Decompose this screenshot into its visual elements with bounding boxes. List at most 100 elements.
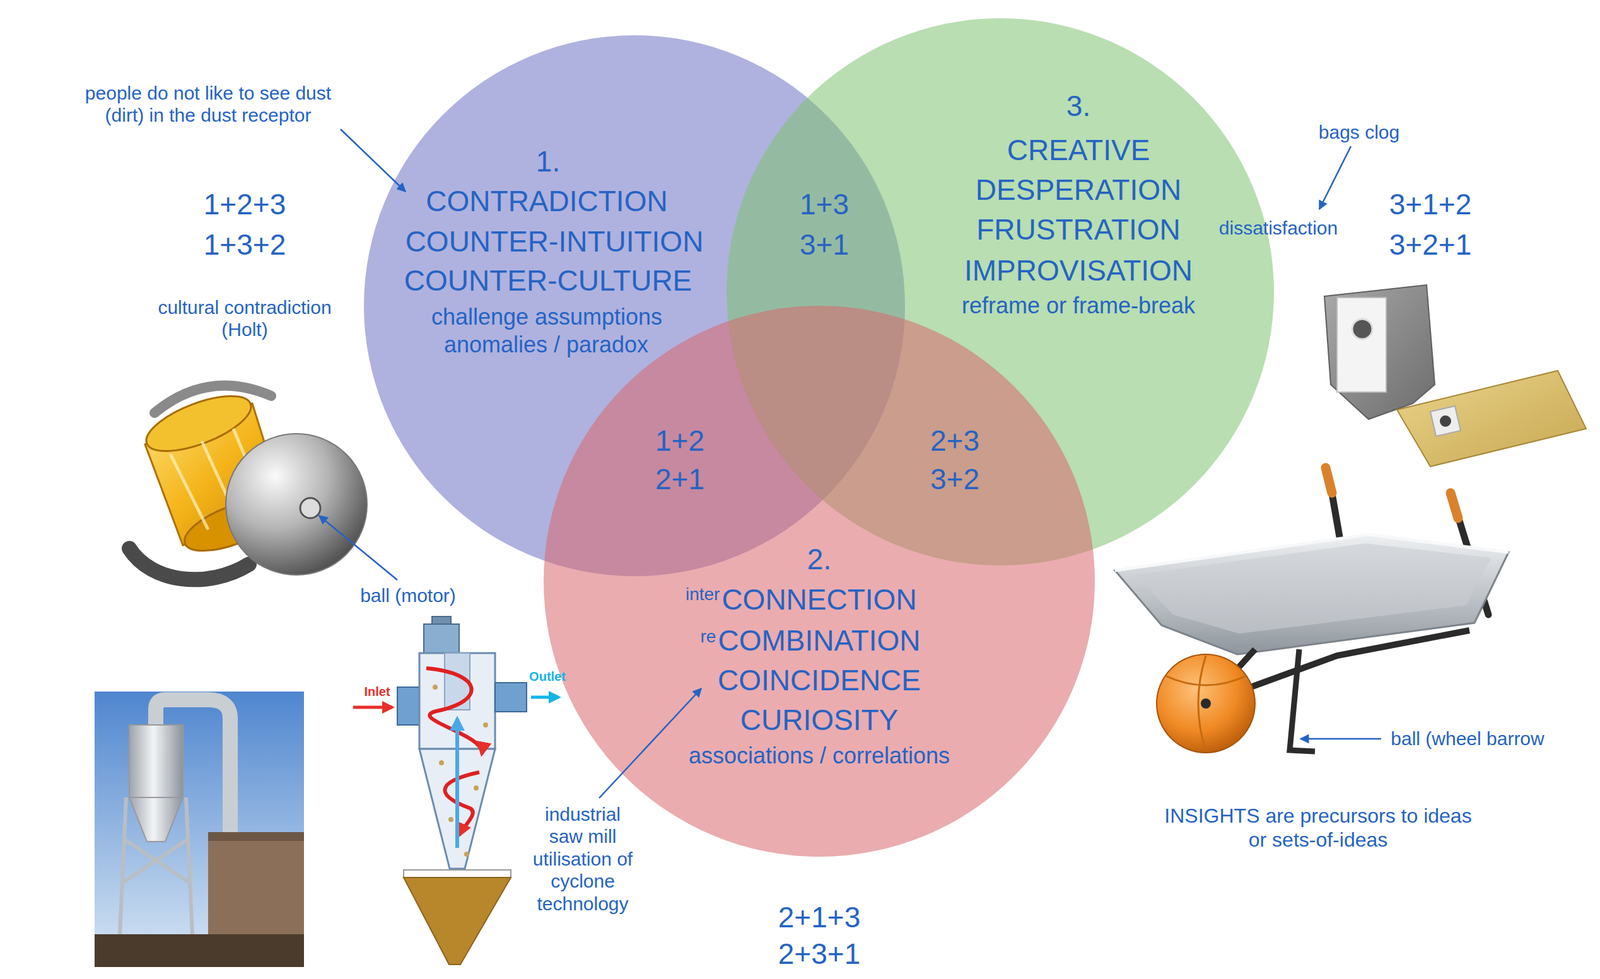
outlet-arrow <box>531 696 559 700</box>
circle-text: challenge assumptions <box>431 303 663 330</box>
barrow-grip <box>1325 467 1332 494</box>
leader-line <box>1300 738 1382 741</box>
photo-frame <box>119 797 193 935</box>
photo-ground <box>94 934 304 968</box>
combination-number: 3+1+2 <box>1389 187 1472 222</box>
motor-hub <box>300 498 321 519</box>
vacuum-bags <box>1324 285 1587 467</box>
circle-text: COINCIDENCE <box>717 664 921 698</box>
circle-text: 3. <box>1066 89 1091 123</box>
combination-number: 1+2+3 <box>203 187 286 222</box>
combination-number: 3+2 <box>930 462 980 497</box>
spiral-arrow <box>426 668 482 755</box>
combination-number: 2+1+3 <box>778 900 861 935</box>
dust-bin-top <box>139 385 258 463</box>
combination-number: 2+3+1 <box>778 937 861 972</box>
circle-text: COUNTER-CULTURE <box>404 264 693 298</box>
inlet-duct <box>397 687 421 726</box>
spiral-arrow <box>444 772 480 836</box>
dust-particle <box>438 760 444 766</box>
circle-text: 1. <box>536 145 561 179</box>
barrow-basin <box>1135 543 1492 634</box>
combination-number: 1+3 <box>799 187 849 222</box>
circle-text: 2. <box>807 543 832 577</box>
circle-text: anomalies / paradox <box>443 331 649 358</box>
paper-bag-collar <box>1430 406 1461 437</box>
combination-number: 2+3 <box>930 423 980 458</box>
annotation-text: Outlet <box>529 669 566 685</box>
photo-building <box>208 832 304 937</box>
bag-hole <box>1352 319 1373 340</box>
circle-text: COMBINATION <box>717 624 921 658</box>
leader-line <box>599 688 702 799</box>
photo-cyclone-cone <box>129 797 183 842</box>
leader-line <box>319 515 398 581</box>
photo-cyclone <box>129 725 183 798</box>
annotation-text: ball (motor) <box>360 584 456 607</box>
motor-cap <box>432 616 451 625</box>
barrow-leg <box>1289 649 1315 752</box>
paper-bag-hole <box>1439 415 1452 427</box>
circle-text: DESPERATION <box>975 173 1182 207</box>
dust-particle <box>473 785 479 791</box>
vacuum-hose <box>129 548 250 580</box>
vacuum-handle <box>154 385 272 414</box>
annotation-text: cultural contradiction (Holt) <box>140 296 349 342</box>
circle-text: CONTRADICTION <box>425 184 668 219</box>
circle-text: IMPROVISATION <box>964 254 1193 288</box>
motor-box <box>423 624 460 654</box>
combination-number: 1+2 <box>655 423 705 458</box>
cyclone-photo <box>94 691 304 968</box>
vacuum-cleaner <box>129 385 368 581</box>
dust-particles <box>432 684 489 858</box>
cloth-bag <box>1324 285 1435 420</box>
circle-text: reframe or frame-break <box>961 292 1196 319</box>
annotation-text: industrial saw mill utilisation of cyclo… <box>527 803 639 916</box>
bag-collar <box>1337 297 1387 393</box>
annotation-text: INSIGHTS are precursors to ideas or sets… <box>1159 804 1478 853</box>
combination-number: 1+3+2 <box>203 227 286 262</box>
dust-particle <box>432 684 438 690</box>
venn-circle: 2. interCONNECTIONreCOMBINATION COINCIDENC… <box>543 305 1095 858</box>
outlet-duct <box>495 683 527 713</box>
circle-text: COUNTER-INTUITION <box>405 225 704 259</box>
dust-particle <box>483 722 489 728</box>
circle-text: CREATIVE <box>1007 133 1151 168</box>
barrow-ball <box>1156 654 1256 754</box>
leader-line <box>340 129 406 192</box>
barrow-axle <box>1200 698 1211 709</box>
inlet-arrow <box>353 706 393 710</box>
paper-bag <box>1396 370 1587 467</box>
photo-sky <box>94 691 304 968</box>
annotation-text: people do not like to see dust (dirt) in… <box>12 81 404 127</box>
circle-fill <box>543 305 1095 858</box>
cyclone-diagram <box>353 616 559 965</box>
combination-number: 3+2+1 <box>1389 227 1472 262</box>
wheelbarrow <box>1115 467 1509 754</box>
annotation-text: ball (wheel barrow <box>1390 727 1544 750</box>
combination-number: 3+1 <box>799 227 849 262</box>
dust-hopper <box>403 877 511 965</box>
annotation-text: Inlet <box>363 684 390 701</box>
circle-text: CURIOSITY <box>740 703 899 738</box>
ball-body <box>225 433 368 576</box>
circle-text: CONNECTION <box>721 583 917 617</box>
dust-particle <box>464 852 470 858</box>
circle-text: re <box>700 626 717 648</box>
annotation-text: bags clog <box>1318 121 1400 144</box>
ball-seam <box>1165 655 1247 752</box>
circle-outline <box>543 305 1095 858</box>
hopper-rim <box>403 870 511 878</box>
circle-text: FRUSTRATION <box>976 213 1181 247</box>
circle-text: inter <box>685 584 720 605</box>
dust-particle <box>448 817 454 823</box>
barrow-grip <box>1450 493 1459 519</box>
circle-text: associations / correlations <box>688 742 950 769</box>
leader-line <box>1319 146 1351 210</box>
updraft-arrow <box>455 718 460 849</box>
annotation-text: dissatisfaction <box>1219 216 1338 240</box>
photo-roof <box>208 832 304 842</box>
combination-number: 2+1 <box>655 462 705 497</box>
barrow-rim <box>1115 534 1509 571</box>
